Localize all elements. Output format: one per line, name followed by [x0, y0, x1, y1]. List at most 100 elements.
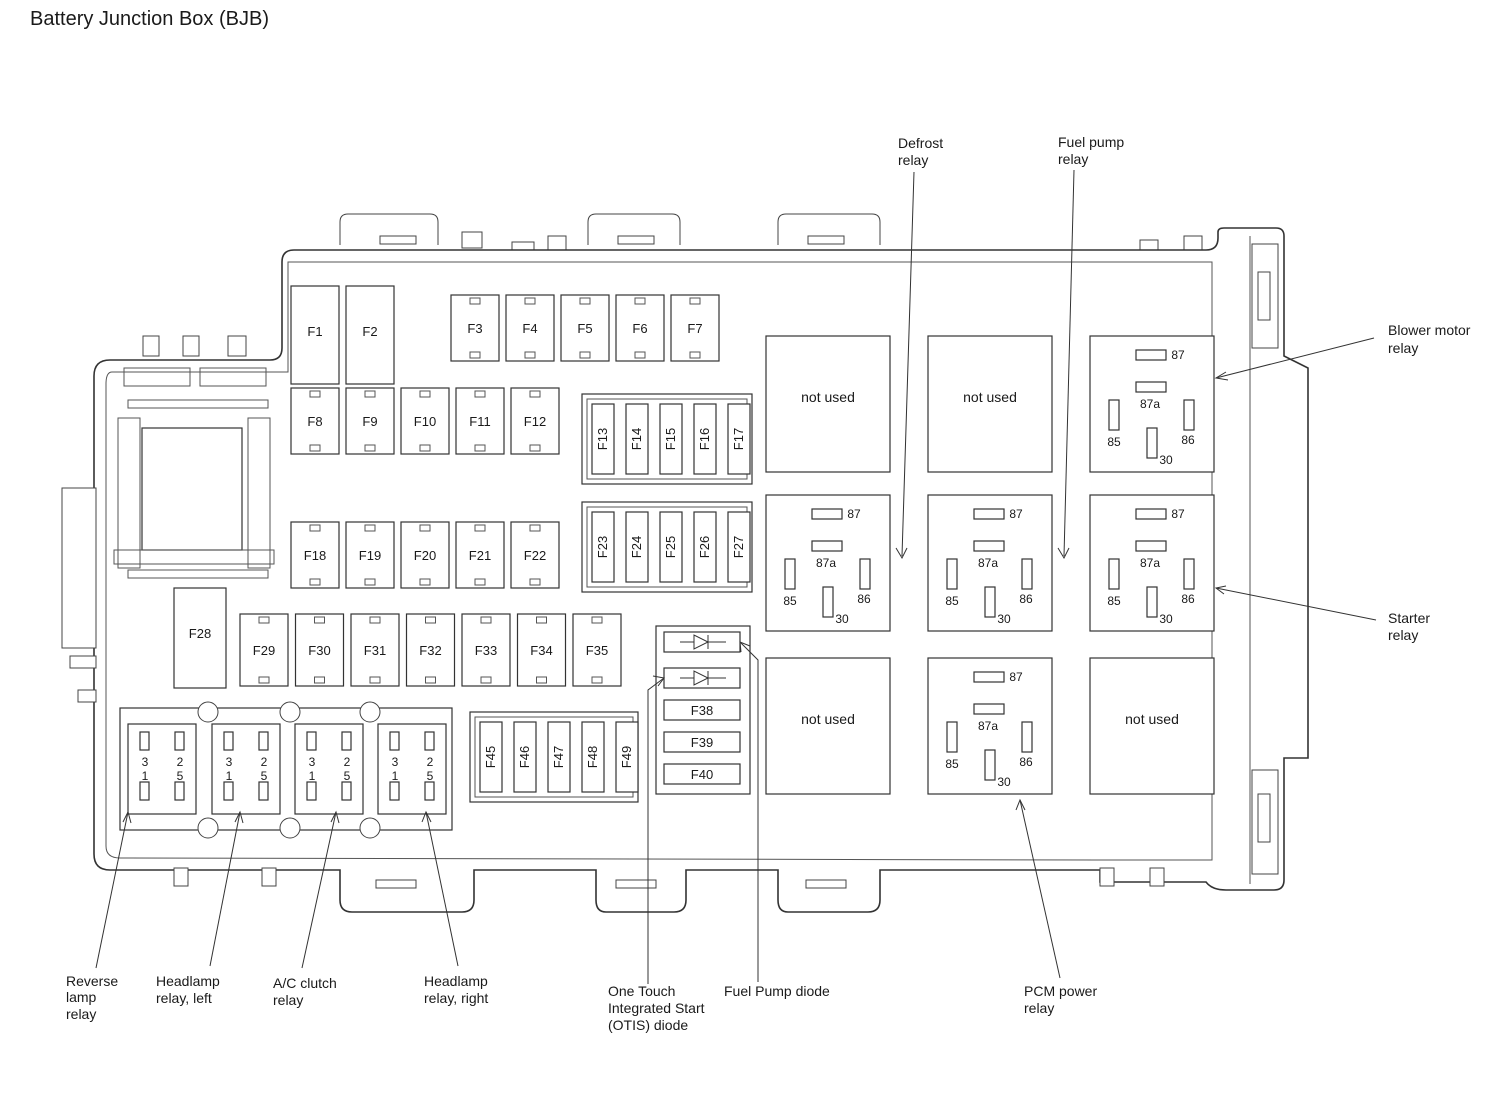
not-used-label: not used [1125, 711, 1179, 727]
pin-87a-label: 87a [816, 556, 836, 570]
micro-pin-3: 3 [142, 755, 149, 769]
callouts: Defrost relay Fuel pump relay Blower mot… [66, 134, 1471, 1033]
fuse-f32-label: F32 [419, 643, 441, 658]
micro-pin-1: 1 [142, 769, 149, 783]
fuse-f8-label: F8 [307, 414, 322, 429]
fuse-f12: F12 [510, 387, 560, 455]
diagram-title: Battery Junction Box (BJB) [30, 8, 269, 30]
pin-85-label: 85 [945, 594, 959, 608]
pin-30-label: 30 [1159, 453, 1173, 467]
micro-pin-3: 3 [309, 755, 316, 769]
fuse-label: F14 [629, 428, 644, 450]
fuse-f28: F28 [173, 587, 227, 689]
micro-pin-2: 2 [261, 755, 268, 769]
fuse-f3-label: F3 [467, 321, 482, 336]
fuse-f9-label: F9 [362, 414, 377, 429]
fuel-pump-diode [663, 631, 741, 653]
fuse-f4-label: F4 [522, 321, 537, 336]
fuse-f22: F22 [510, 521, 560, 589]
fuse-f10-label: F10 [414, 414, 436, 429]
fuse-label: F28 [189, 626, 211, 641]
headlamp-relay-left: 31 25 [211, 723, 281, 815]
callout-reverse-lamp-relay-l1: Reverse [66, 973, 118, 989]
fuse-f12-label: F12 [524, 414, 546, 429]
fuse-label: F48 [585, 746, 600, 768]
callout-headlamp-relay-left-l1: Headlamp [156, 973, 220, 989]
fuse-f34: F34 [516, 613, 567, 687]
fuse-f32: F32 [405, 613, 456, 687]
fuse-f29-label: F29 [253, 643, 275, 658]
relay-slot-not-used-2: not used [927, 335, 1053, 473]
pin-87a-label: 87a [978, 719, 998, 733]
fuse-f20: F20 [400, 521, 450, 589]
pin-86-label: 86 [1019, 592, 1033, 606]
fuse-label: F38 [691, 703, 713, 718]
fuse-f24: F24 [625, 511, 649, 583]
fuse-f29: F29 [239, 613, 289, 687]
callout-starter-relay-l2: relay [1388, 627, 1418, 643]
callout-defrost-relay-l1: Defrost [898, 135, 943, 151]
fuse-f20-label: F20 [414, 548, 436, 563]
callout-otis-diode-l1: One Touch [608, 983, 675, 999]
fuse-f27: F27 [727, 511, 751, 583]
fuse-f35: F35 [572, 613, 622, 687]
callout-headlamp-relay-right-l2: relay, right [424, 990, 488, 1006]
pin-86-label: 86 [857, 592, 871, 606]
pin-86-label: 86 [1181, 433, 1195, 447]
micro-pin-5: 5 [261, 769, 268, 783]
fuse-f38: F38 [663, 699, 741, 721]
callout-headlamp-relay-right-l1: Headlamp [424, 973, 488, 989]
pin-87-label: 87 [1009, 507, 1023, 521]
micro-pin-1: 1 [226, 769, 233, 783]
callout-fuel-pump-diode: Fuel Pump diode [724, 983, 830, 999]
fuse-f6-label: F6 [632, 321, 647, 336]
micro-pin-3: 3 [226, 755, 233, 769]
diode-symbol-icon [680, 634, 726, 650]
pin-30-label: 30 [1159, 612, 1173, 626]
fuse-f3: F3 [450, 294, 500, 362]
micro-pin-1: 1 [309, 769, 316, 783]
fuse-f45: F45 [479, 721, 503, 793]
callout-headlamp-relay-left-l2: relay, left [156, 990, 212, 1006]
callout-starter-relay-l1: Starter [1388, 610, 1430, 626]
fuse-f8: F8 [290, 387, 340, 455]
fuse-label: F27 [731, 536, 746, 558]
callout-ac-clutch-relay-l1: A/C clutch [273, 975, 337, 991]
fuse-f34-label: F34 [530, 643, 552, 658]
fuse-f19-label: F19 [359, 548, 381, 563]
fuse-f21: F21 [455, 521, 505, 589]
pin-87-label: 87 [1171, 507, 1185, 521]
callout-reverse-lamp-relay-l2: lamp [66, 989, 97, 1005]
pin-85-label: 85 [945, 757, 959, 771]
fuse-label: F40 [691, 767, 713, 782]
fuse-f5-label: F5 [577, 321, 592, 336]
fuse-label: F46 [517, 746, 532, 768]
pin-87a-label: 87a [978, 556, 998, 570]
fuse-f25: F25 [659, 511, 683, 583]
pin-30-label: 30 [997, 775, 1011, 789]
fuse-f9: F9 [345, 387, 395, 455]
fuse-f18-label: F18 [304, 548, 326, 563]
fuse-f31: F31 [350, 613, 400, 687]
fuse-f33-label: F33 [475, 643, 497, 658]
fuse-f23: F23 [591, 511, 615, 583]
fuse-f7-label: F7 [687, 321, 702, 336]
micro-pin-5: 5 [177, 769, 184, 783]
fuse-f4: F4 [505, 294, 555, 362]
callout-defrost-relay-l2: relay [898, 152, 928, 168]
fuse-label: F24 [629, 536, 644, 558]
fuse-label: F17 [731, 428, 746, 450]
pin-86-label: 86 [1019, 755, 1033, 769]
not-used-label: not used [801, 389, 855, 405]
fuse-f39: F39 [663, 731, 741, 753]
